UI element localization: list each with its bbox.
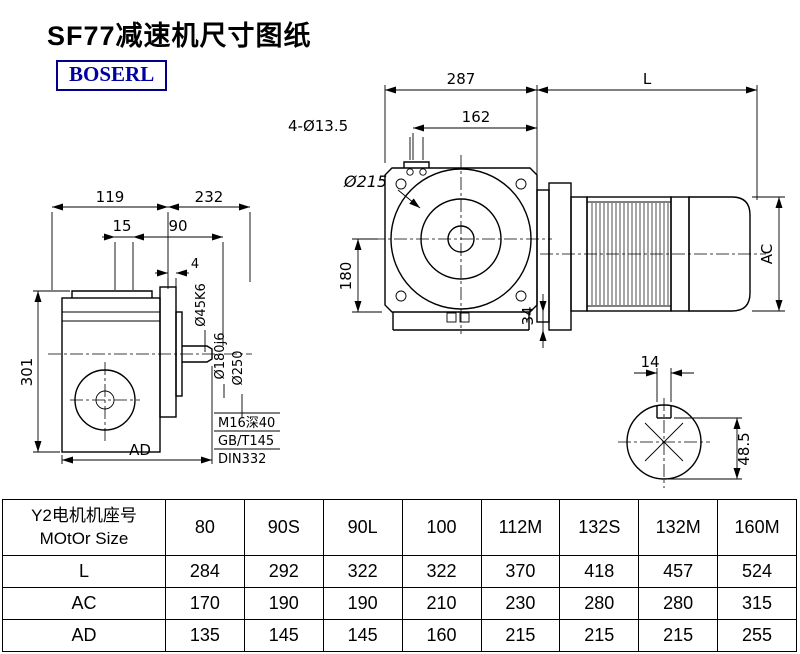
- dim-shaft-dia-label: Ø45K6: [194, 283, 209, 327]
- bolt-hole: [395, 290, 407, 302]
- dim-spigot-dia-label: Ø180j6: [213, 333, 228, 380]
- cell-AD-132s: 215: [559, 619, 640, 652]
- bolt-hole: [515, 178, 527, 190]
- frame-col-90l: 90L: [322, 499, 403, 556]
- frame-col-100: 100: [401, 499, 482, 556]
- shaft-section-dimensions: 14 48.5: [634, 353, 753, 480]
- motor-size-header-zh: Y2电机机座号: [31, 506, 137, 526]
- dim-485-label: 48.5: [735, 432, 753, 465]
- page-title: SF77减速机尺寸图纸: [47, 21, 312, 51]
- bolt-hole: [395, 178, 407, 190]
- frame-col-90s: 90S: [243, 499, 324, 556]
- table-header-row: Y2电机机座号 MOtOr Size 80 90S 90L 100 112M 1…: [2, 499, 797, 556]
- cell-AD-132m: 215: [638, 619, 719, 652]
- table-row-AD: AD 135 145 145 160 215 215 215 255: [2, 619, 797, 652]
- side-view-dimensions: 119 232 15 90 4 301 AD Ø45K6 Ø180j6 Ø250: [18, 188, 280, 467]
- cell-AC-160m: 315: [717, 587, 797, 620]
- cell-L-132m: 457: [638, 555, 719, 588]
- cell-AD-112m: 215: [480, 619, 561, 652]
- cell-L-100: 322: [401, 555, 482, 588]
- dim-holes-label: 4-Ø13.5: [288, 117, 348, 135]
- cell-AD-160m: 255: [717, 619, 797, 652]
- motor-size-header: Y2电机机座号 MOtOr Size: [2, 499, 166, 556]
- frame-col-80: 80: [165, 499, 245, 556]
- cell-L-90s: 292: [243, 555, 324, 588]
- cell-AC-90l: 190: [322, 587, 403, 620]
- dim-15-label: 15: [112, 217, 131, 235]
- front-view: [372, 155, 766, 334]
- frame-col-132s: 132S: [559, 499, 640, 556]
- table-row-L: L 284 292 322 322 370 418 457 524: [2, 555, 797, 588]
- row-label-AC: AC: [2, 587, 166, 620]
- dim-34-label: 34: [519, 306, 537, 325]
- bolt-hole: [515, 290, 527, 302]
- dim-232-label: 232: [195, 188, 224, 206]
- dim-162-label: 162: [462, 108, 491, 126]
- dim-287-label: 287: [447, 70, 476, 88]
- frame-col-160m: 160M: [717, 499, 797, 556]
- dim-flange-circle-label: Ø215: [343, 172, 387, 191]
- shaft-section: [618, 398, 710, 488]
- row-label-L: L: [2, 555, 166, 588]
- cell-AC-112m: 230: [480, 587, 561, 620]
- output-flange-side: [159, 286, 177, 418]
- dim-301-label: 301: [18, 358, 36, 387]
- cell-L-112m: 370: [480, 555, 561, 588]
- cell-L-160m: 524: [717, 555, 797, 588]
- dim-180-label: 180: [337, 262, 355, 291]
- dim-90-label: 90: [168, 217, 187, 235]
- cell-AC-132s: 280: [559, 587, 640, 620]
- motor-size-table: Y2电机机座号 MOtOr Size 80 90S 90L 100 112M 1…: [2, 499, 797, 652]
- dimension-drawing: 119 232 15 90 4 301 AD Ø45K6 Ø180j6 Ø250: [18, 70, 785, 488]
- motor-body: [540, 196, 766, 312]
- note-standard-label: GB/T145: [218, 434, 274, 449]
- cell-L-90l: 322: [322, 555, 403, 588]
- dim-ad-label: AD: [129, 441, 151, 459]
- cell-AC-132m: 280: [638, 587, 719, 620]
- cell-AD-90s: 145: [243, 619, 324, 652]
- cell-AC-80: 170: [165, 587, 245, 620]
- motor-size-header-en: MOtOr Size: [39, 528, 129, 548]
- cell-L-132s: 418: [559, 555, 640, 588]
- cell-AD-100: 160: [401, 619, 482, 652]
- side-view: [48, 286, 252, 453]
- fan-cover: [688, 196, 751, 312]
- note-din-label: DIN332: [218, 452, 266, 467]
- gearbox-housing-front: [384, 167, 538, 313]
- cell-AD-80: 135: [165, 619, 245, 652]
- cell-AC-100: 210: [401, 587, 482, 620]
- dim-119-label: 119: [96, 188, 125, 206]
- dim-14-label: 14: [640, 353, 659, 371]
- row-label-AD: AD: [2, 619, 166, 652]
- frame-col-112m: 112M: [480, 499, 561, 556]
- cell-AC-90s: 190: [243, 587, 324, 620]
- dim-flange-dia-label: Ø250: [231, 350, 246, 385]
- cell-L-80: 284: [165, 555, 245, 588]
- dim-ac-label: AC: [758, 244, 776, 264]
- cell-AD-90l: 145: [322, 619, 403, 652]
- dim-l-label: L: [643, 70, 652, 88]
- front-view-dimensions: 287 L 162 4-Ø13.5 Ø215 180 34 AC: [288, 70, 785, 348]
- frame-col-132m: 132M: [638, 499, 719, 556]
- table-row-AC: AC 170 190 190 210 230 280 280 315: [2, 587, 797, 620]
- note-tap-label: M16深40: [218, 416, 275, 431]
- dim-4-label: 4: [191, 257, 199, 272]
- brand-logo: BOSERL: [56, 60, 168, 91]
